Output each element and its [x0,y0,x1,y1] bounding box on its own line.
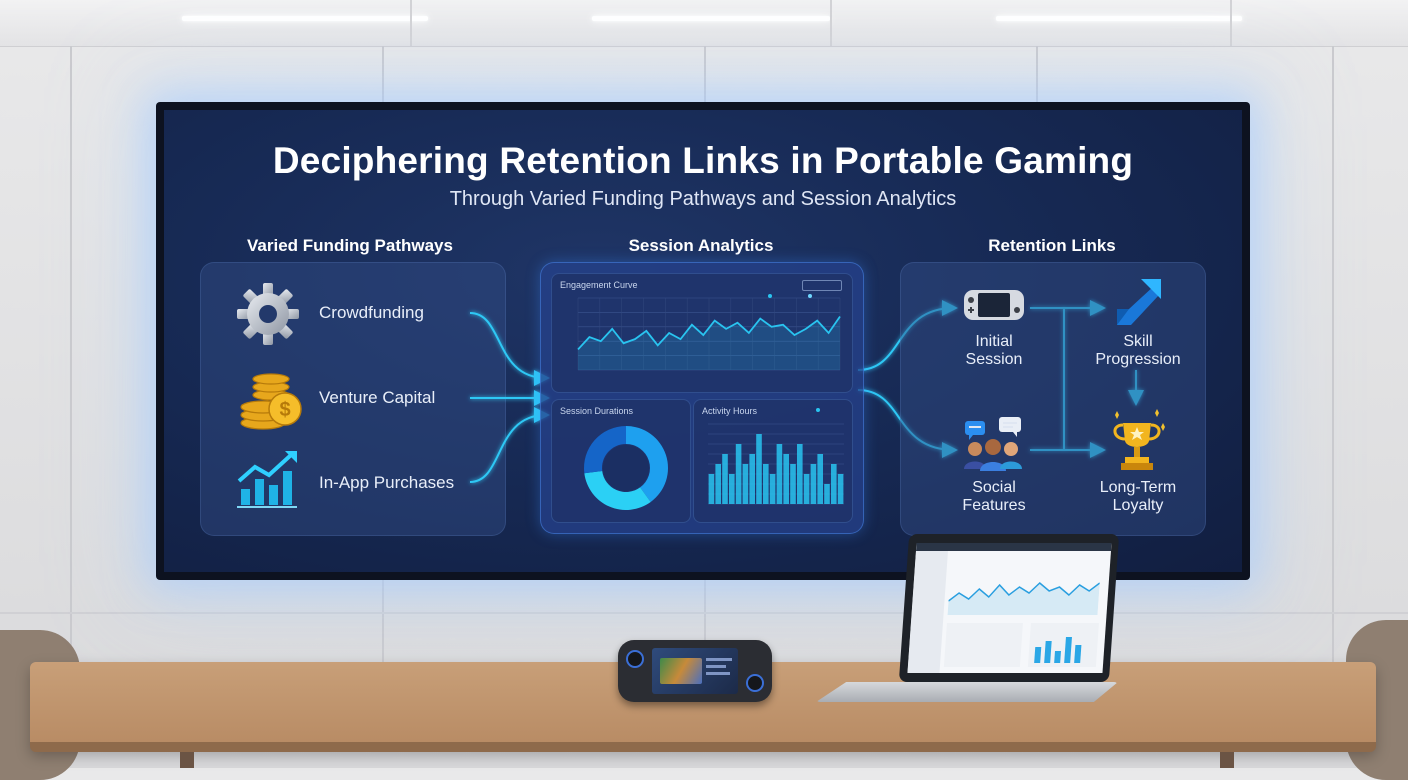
activity-bar [729,474,735,504]
wall-panel-line [0,612,1408,614]
donut-hole [603,445,649,491]
session-durations-card: Session Durations [551,399,691,523]
laptop-screen [907,543,1111,673]
ceiling-light [996,16,1242,21]
activity-bar [790,464,796,504]
activity-bar [824,484,830,504]
left-thumbstick [626,650,644,668]
engagement-line-chart [552,274,852,392]
activity-bar [804,474,810,504]
activity-bar [817,454,823,504]
handheld-console-icon [963,289,1025,321]
engagement-curve-card: Engagement Curve [551,273,853,393]
rising-arrow-icon [1115,279,1161,327]
wall-display: Deciphering Retention Links in Portable … [164,110,1242,572]
handheld-console [618,640,772,702]
retention-node-social-features: Social Features [939,479,1049,515]
chat-people-icon [961,417,1025,471]
wall-panel-line [70,46,72,686]
trophy-icon [1107,409,1167,473]
legend-swatch [816,408,820,412]
activity-bar [722,454,728,504]
activity-bar [763,464,769,504]
retention-node-skill-progression: Skill Progression [1081,333,1195,369]
activity-bar [777,444,783,504]
activity-bar [831,464,837,504]
activity-bar [736,444,742,504]
activity-hours-card: Activity Hours [693,399,853,523]
activity-bar [743,464,749,504]
analytics-panel: Engagement Curve Session Durations Activ… [540,262,864,534]
activity-bar [783,454,789,504]
activity-bar [749,454,755,504]
table-leg [180,752,194,768]
table-leg [1220,752,1234,768]
retention-node-initial-session: Initial Session [939,333,1049,369]
wall-panel-line [1332,46,1334,686]
activity-bar [797,444,803,504]
activity-hours-bar-chart [694,400,852,522]
legend-swatch [808,294,812,298]
activity-bar [709,474,715,504]
retention-panel: Initial Session Skill Progression Social… [900,262,1206,536]
laptop-base [816,682,1118,702]
legend-swatch [768,294,772,298]
table-edge [30,742,1376,752]
activity-bar [811,464,817,504]
session-durations-donut [552,400,690,522]
retention-node-long-term-loyalty: Long-Term Loyalty [1081,479,1195,515]
laptop-mini-chart [948,571,1101,615]
activity-bar [715,464,721,504]
activity-bar [770,474,776,504]
ceiling [0,0,1408,47]
handheld-console-screen [652,648,738,694]
ceiling-light [182,16,428,21]
activity-bar [756,434,762,504]
ceiling-light [592,16,830,21]
activity-bar [838,474,844,504]
right-thumbstick [746,674,764,692]
